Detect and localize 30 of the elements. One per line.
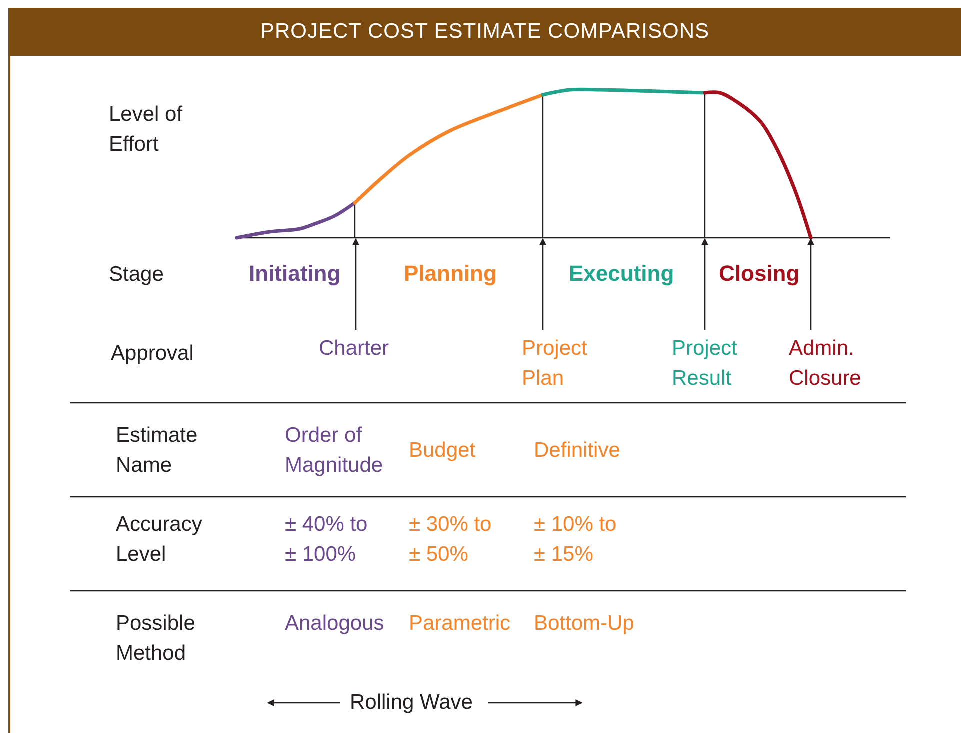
- row-heading: Accuracy Level: [116, 512, 204, 568]
- method-name: Bottom-Up: [534, 611, 634, 637]
- row-heading: Possible Method: [116, 611, 196, 667]
- row-heading: Stage: [109, 262, 164, 288]
- arrow: [702, 238, 708, 330]
- method-name: Parametric: [409, 611, 511, 637]
- estimate-name: Budget: [409, 438, 476, 464]
- row-heading: Approval: [111, 341, 194, 367]
- row-heading: Estimate Name: [116, 423, 199, 479]
- effort-curve-drawing: [235, 88, 890, 240]
- stage-label: Planning: [404, 260, 497, 288]
- arrow: [540, 238, 546, 330]
- arrow: [352, 238, 360, 330]
- stage-label: Initiating: [249, 260, 341, 288]
- approval-label: Admin. Closure: [789, 330, 869, 394]
- approval-label: Project Plan: [522, 330, 597, 394]
- accuracy-range: ± 10% to ± 15%: [534, 512, 618, 568]
- axis-label: Level of Effort: [109, 102, 184, 158]
- estimate-name: Definitive: [534, 438, 620, 464]
- method-name: Analogous: [285, 611, 384, 637]
- approval-label: Project Result: [672, 330, 752, 394]
- estimate-name: Order of Magnitude: [285, 423, 384, 479]
- rolling-wave-label: Rolling Wave: [350, 690, 473, 716]
- accuracy-range: ± 30% to ± 50%: [409, 512, 493, 568]
- accuracy-range: ± 40% to ± 100%: [285, 512, 369, 568]
- stage-label: Executing: [569, 260, 674, 288]
- arrow: [808, 238, 814, 330]
- title-banner: PROJECT COST ESTIMATE COMPARISONS: [9, 8, 961, 56]
- approval-label: Charter: [319, 330, 399, 364]
- stage-label: Closing: [719, 260, 800, 288]
